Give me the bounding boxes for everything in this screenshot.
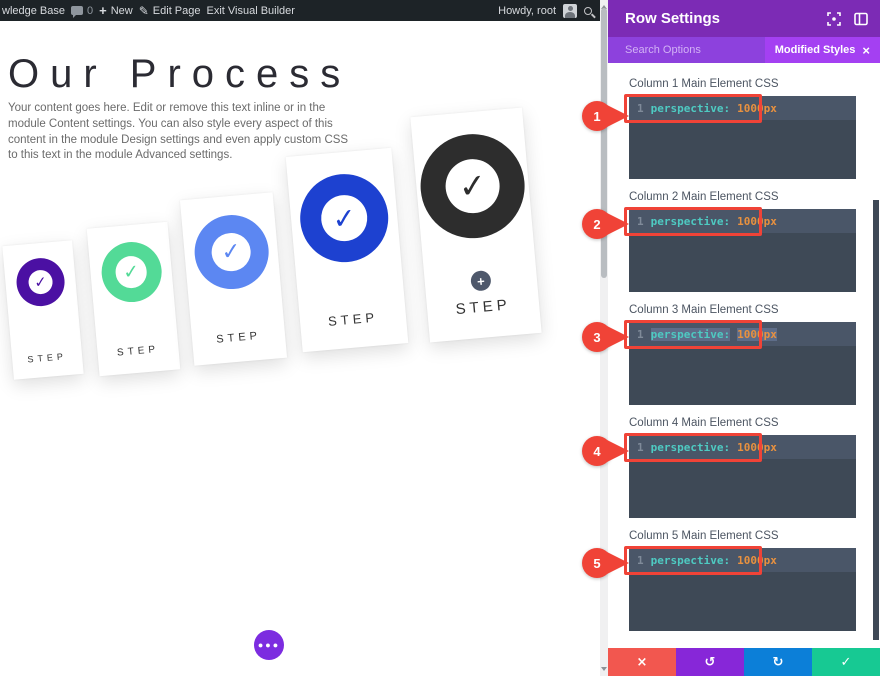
- column-1-css-section: Column 1 Main Element CSS 1 perspective:…: [624, 78, 856, 179]
- annotation-pin-5: 5: [582, 548, 629, 578]
- annotation-pin-1: 1: [582, 101, 629, 131]
- edit-page-label: Edit Page: [152, 4, 201, 17]
- annotation-pin-2: 2: [582, 209, 629, 239]
- wp-admin-bar: wledge Base 0 + New ✎ Edit Page Exit Vis…: [0, 0, 600, 21]
- page-settings-button[interactable]: ●●●: [254, 630, 284, 660]
- column-4-css-section: Column 4 Main Element CSS 1 perspective:…: [624, 417, 856, 518]
- pencil-icon: ✎: [138, 3, 149, 18]
- line-number: 1: [637, 102, 644, 115]
- new-content-link[interactable]: + New: [99, 3, 133, 18]
- css-code-editor[interactable]: 1 perspective: 1000px: [624, 546, 856, 631]
- line-number: 1: [637, 554, 644, 567]
- section-label: Column 3 Main Element CSS: [629, 304, 779, 316]
- line-number: 1: [637, 328, 644, 341]
- add-module-button[interactable]: +: [470, 269, 492, 292]
- undo-button[interactable]: ↺: [676, 648, 744, 676]
- step-label: STEP: [215, 329, 262, 346]
- panel-scrollbar-thumb[interactable]: [873, 200, 879, 640]
- line-number: 1: [637, 441, 644, 454]
- section-label: Column 1 Main Element CSS: [629, 78, 779, 90]
- check-donut-icon: ✓: [416, 129, 529, 243]
- search-options-placeholder: Search Options: [625, 44, 701, 56]
- chip-label: Modified Styles: [774, 44, 856, 56]
- scroll-down-arrow[interactable]: [601, 667, 607, 674]
- step-card-5[interactable]: ✓ + STEP: [410, 107, 542, 343]
- site-name-link[interactable]: wledge Base: [2, 4, 65, 17]
- css-property: perspective:: [650, 214, 731, 228]
- column-2-css-section: Column 2 Main Element CSS 1 perspective:…: [624, 191, 856, 292]
- line-number: 1: [637, 215, 644, 228]
- save-button[interactable]: ✓: [812, 648, 880, 676]
- new-label: New: [110, 4, 133, 17]
- modified-styles-filter-chip[interactable]: Modified Styles ×: [764, 37, 880, 63]
- row-settings-panel: Row Settings Search Options Modified Sty…: [608, 0, 880, 676]
- step-label: STEP: [27, 351, 68, 365]
- section-label: Column 2 Main Element CSS: [629, 191, 779, 203]
- comments-count: 0: [87, 4, 94, 17]
- close-icon[interactable]: ×: [862, 42, 870, 58]
- css-property: perspective:: [650, 440, 731, 454]
- search-options-bar[interactable]: Search Options Modified Styles ×: [608, 37, 880, 63]
- redo-button[interactable]: ↻: [744, 648, 812, 676]
- step-label: STEP: [454, 296, 512, 319]
- check-donut-icon: ✓: [296, 170, 392, 266]
- column-5-css-section: Column 5 Main Element CSS 1 perspective:…: [624, 530, 856, 631]
- user-avatar[interactable]: [563, 3, 577, 18]
- comments-link[interactable]: 0: [71, 4, 94, 18]
- check-donut-icon: ✓: [98, 239, 164, 305]
- step-card-2[interactable]: ✓ STEP: [86, 221, 181, 377]
- section-label: Column 5 Main Element CSS: [629, 530, 779, 542]
- panel-header: Row Settings: [608, 0, 880, 37]
- css-value: 1000px: [737, 214, 777, 228]
- css-value: 1000px: [737, 553, 777, 567]
- css-code-editor[interactable]: 1 perspective: 1000px: [624, 94, 856, 179]
- panel-title: Row Settings: [625, 10, 721, 27]
- panel-footer: × ↺ ↻ ✓: [608, 648, 880, 676]
- discard-button[interactable]: ×: [608, 648, 676, 676]
- check-donut-icon: ✓: [14, 256, 67, 309]
- css-code-editor[interactable]: 1 perspective: 1000px: [624, 433, 856, 518]
- scroll-up-arrow[interactable]: [601, 2, 607, 9]
- check-donut-icon: ✓: [191, 212, 272, 293]
- step-label: STEP: [116, 343, 160, 359]
- page-preview: wledge Base 0 + New ✎ Edit Page Exit Vis…: [0, 0, 600, 676]
- css-value: 1000px: [737, 440, 777, 454]
- howdy-account-link[interactable]: Howdy, root: [498, 4, 556, 17]
- comment-bubble-icon: [71, 6, 83, 18]
- plus-icon: +: [99, 3, 107, 18]
- section-label: Column 4 Main Element CSS: [629, 417, 779, 429]
- css-property: perspective:: [650, 553, 731, 567]
- preview-scrollbar-thumb[interactable]: [601, 8, 607, 278]
- page-body-text[interactable]: Your content goes here. Edit or remove t…: [8, 102, 349, 162]
- css-value: 1000px: [737, 101, 777, 115]
- css-code-editor[interactable]: 1 perspective: 1000px: [624, 207, 856, 292]
- css-property: perspective:: [650, 101, 731, 115]
- css-property: perspective:: [650, 327, 731, 341]
- exit-visual-builder-link[interactable]: Exit Visual Builder: [206, 4, 295, 17]
- edit-page-link[interactable]: ✎ Edit Page: [139, 4, 201, 18]
- annotation-pin-4: 4: [582, 436, 629, 466]
- css-code-editor[interactable]: 1 perspective: 1000px: [624, 320, 856, 405]
- page-title[interactable]: Our Process: [8, 52, 352, 96]
- annotation-pin-3: 3: [582, 322, 629, 352]
- search-icon[interactable]: [584, 6, 592, 15]
- step-card-3[interactable]: ✓ STEP: [179, 192, 288, 366]
- step-label: STEP: [327, 309, 379, 329]
- column-3-css-section: Column 3 Main Element CSS 1 perspective:…: [624, 304, 856, 405]
- focus-target-icon[interactable]: [827, 11, 841, 26]
- css-value: 1000px: [737, 327, 777, 341]
- step-card-4[interactable]: ✓ STEP: [285, 147, 409, 353]
- step-card-1[interactable]: ✓ STEP: [2, 240, 84, 380]
- panel-layout-icon[interactable]: [854, 12, 868, 26]
